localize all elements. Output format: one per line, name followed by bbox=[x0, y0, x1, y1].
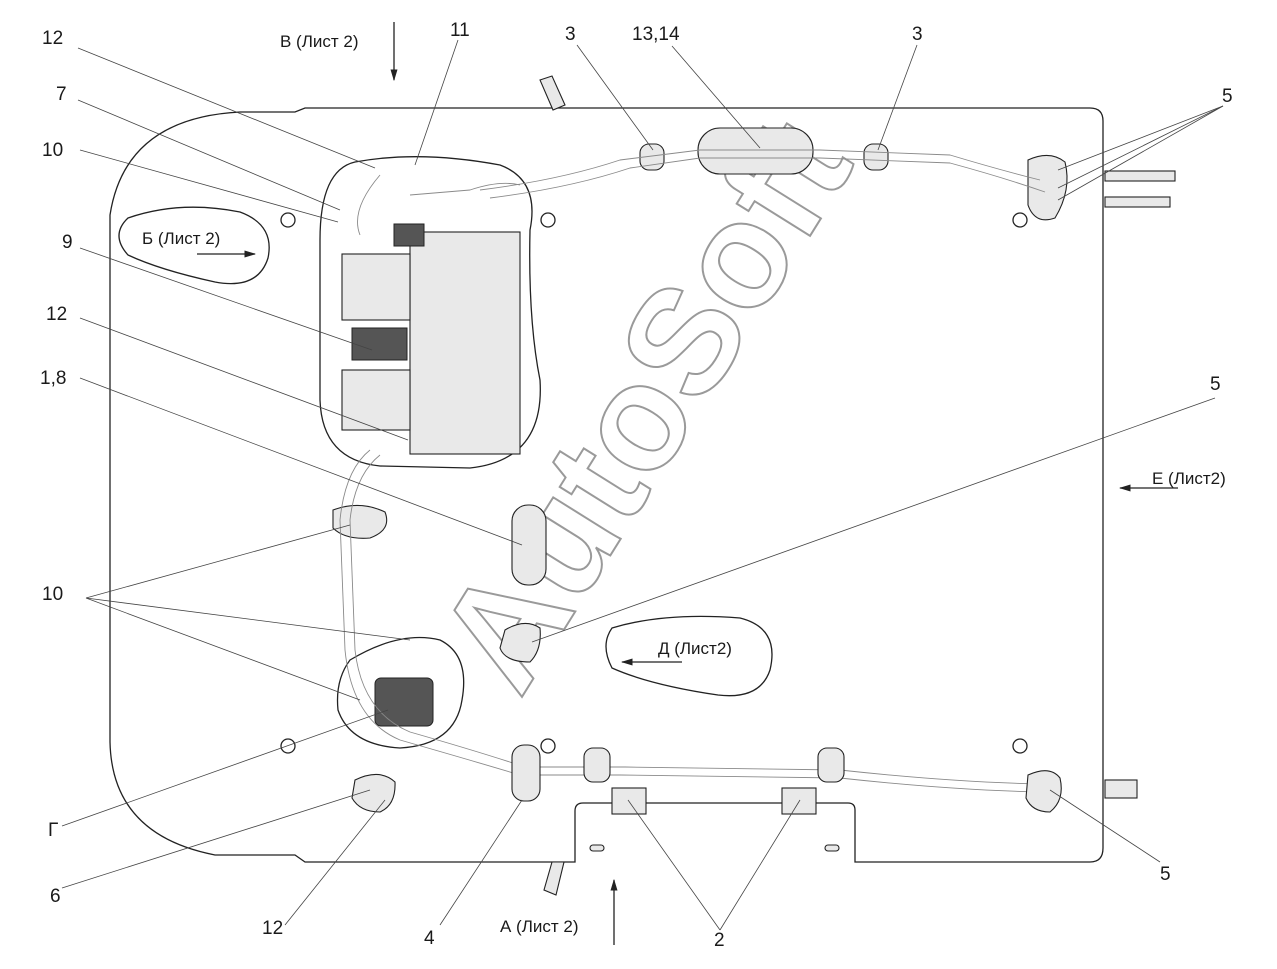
mount-hole bbox=[540, 738, 556, 754]
heater-connector bbox=[351, 327, 408, 361]
valve-cutout bbox=[336, 636, 465, 749]
middle-hose-run bbox=[339, 449, 1041, 793]
callout-11: 11 bbox=[450, 20, 470, 41]
clip-top-right bbox=[863, 143, 889, 171]
top-fitting bbox=[539, 75, 566, 111]
mount-hole bbox=[1012, 738, 1028, 754]
slot-mark bbox=[824, 844, 840, 852]
callout-5-mid: 5 bbox=[1210, 374, 1221, 395]
clip-top-left bbox=[639, 143, 665, 171]
mount-hole bbox=[280, 212, 296, 228]
callout-5-bottom: 5 bbox=[1160, 864, 1171, 885]
grommet-middle-5 bbox=[499, 622, 541, 663]
hose-end-bottom bbox=[1104, 779, 1138, 799]
grommet-bottom-left bbox=[351, 773, 396, 813]
callout-g: Г bbox=[48, 820, 58, 841]
callout-7: 7 bbox=[56, 84, 67, 105]
clip-bottom-b bbox=[817, 747, 845, 783]
callout-2: 2 bbox=[714, 930, 725, 951]
grommet-bottom-right bbox=[1025, 770, 1062, 813]
callout-4: 4 bbox=[424, 928, 435, 949]
oval-d-cutout bbox=[605, 615, 773, 697]
callout-12-top: 12 bbox=[42, 28, 63, 49]
hose-end-upper bbox=[1104, 170, 1176, 182]
bottom-fitting bbox=[543, 861, 565, 896]
mount-hole bbox=[1012, 212, 1028, 228]
callout-1-8: 1,8 bbox=[40, 368, 66, 389]
left-oval-cutout bbox=[118, 206, 270, 285]
grommet-left-middle bbox=[332, 504, 388, 539]
callout-3-left: 3 bbox=[565, 24, 576, 45]
clip-bottom-4 bbox=[511, 744, 541, 802]
panel-outline bbox=[109, 107, 1104, 863]
view-label-d: Д (Лист2) bbox=[658, 639, 732, 658]
grommet-top-right bbox=[1027, 154, 1068, 221]
heater-fitting bbox=[393, 223, 425, 247]
callout-6: 6 bbox=[50, 886, 61, 907]
clip-bottom-a bbox=[583, 747, 611, 783]
heater-cutout bbox=[319, 156, 541, 469]
top-slot bbox=[697, 127, 814, 175]
callout-3-right: 3 bbox=[912, 24, 923, 45]
callout-9: 9 bbox=[62, 232, 73, 253]
heater-pipe bbox=[357, 174, 521, 236]
view-label-b: Б (Лист 2) bbox=[142, 229, 220, 248]
slot-1-8 bbox=[511, 504, 547, 586]
top-hose-run bbox=[479, 149, 1046, 199]
view-label-e: Е (Лист2) bbox=[1152, 469, 1226, 488]
mount-hole bbox=[280, 738, 296, 754]
view-label-v: В (Лист 2) bbox=[280, 32, 359, 51]
leader-lines bbox=[61, 39, 1224, 931]
heater-unit bbox=[409, 231, 521, 455]
callout-10-left: 10 bbox=[42, 584, 63, 605]
callout-12-bottom: 12 bbox=[262, 918, 283, 939]
callout-10-top: 10 bbox=[42, 140, 63, 161]
valve-unit bbox=[374, 677, 434, 727]
callout-13-14: 13,14 bbox=[632, 24, 680, 45]
view-label-a: А (Лист 2) bbox=[500, 917, 579, 936]
callout-5-top: 5 bbox=[1222, 86, 1233, 107]
mount-hole bbox=[540, 212, 556, 228]
slot-mark bbox=[589, 844, 605, 852]
hose-end-lower bbox=[1104, 196, 1171, 208]
view-arrows bbox=[197, 22, 1178, 945]
callout-12-mid: 12 bbox=[46, 304, 67, 325]
heater-block-upper bbox=[341, 253, 411, 321]
heater-block-lower bbox=[341, 369, 411, 431]
